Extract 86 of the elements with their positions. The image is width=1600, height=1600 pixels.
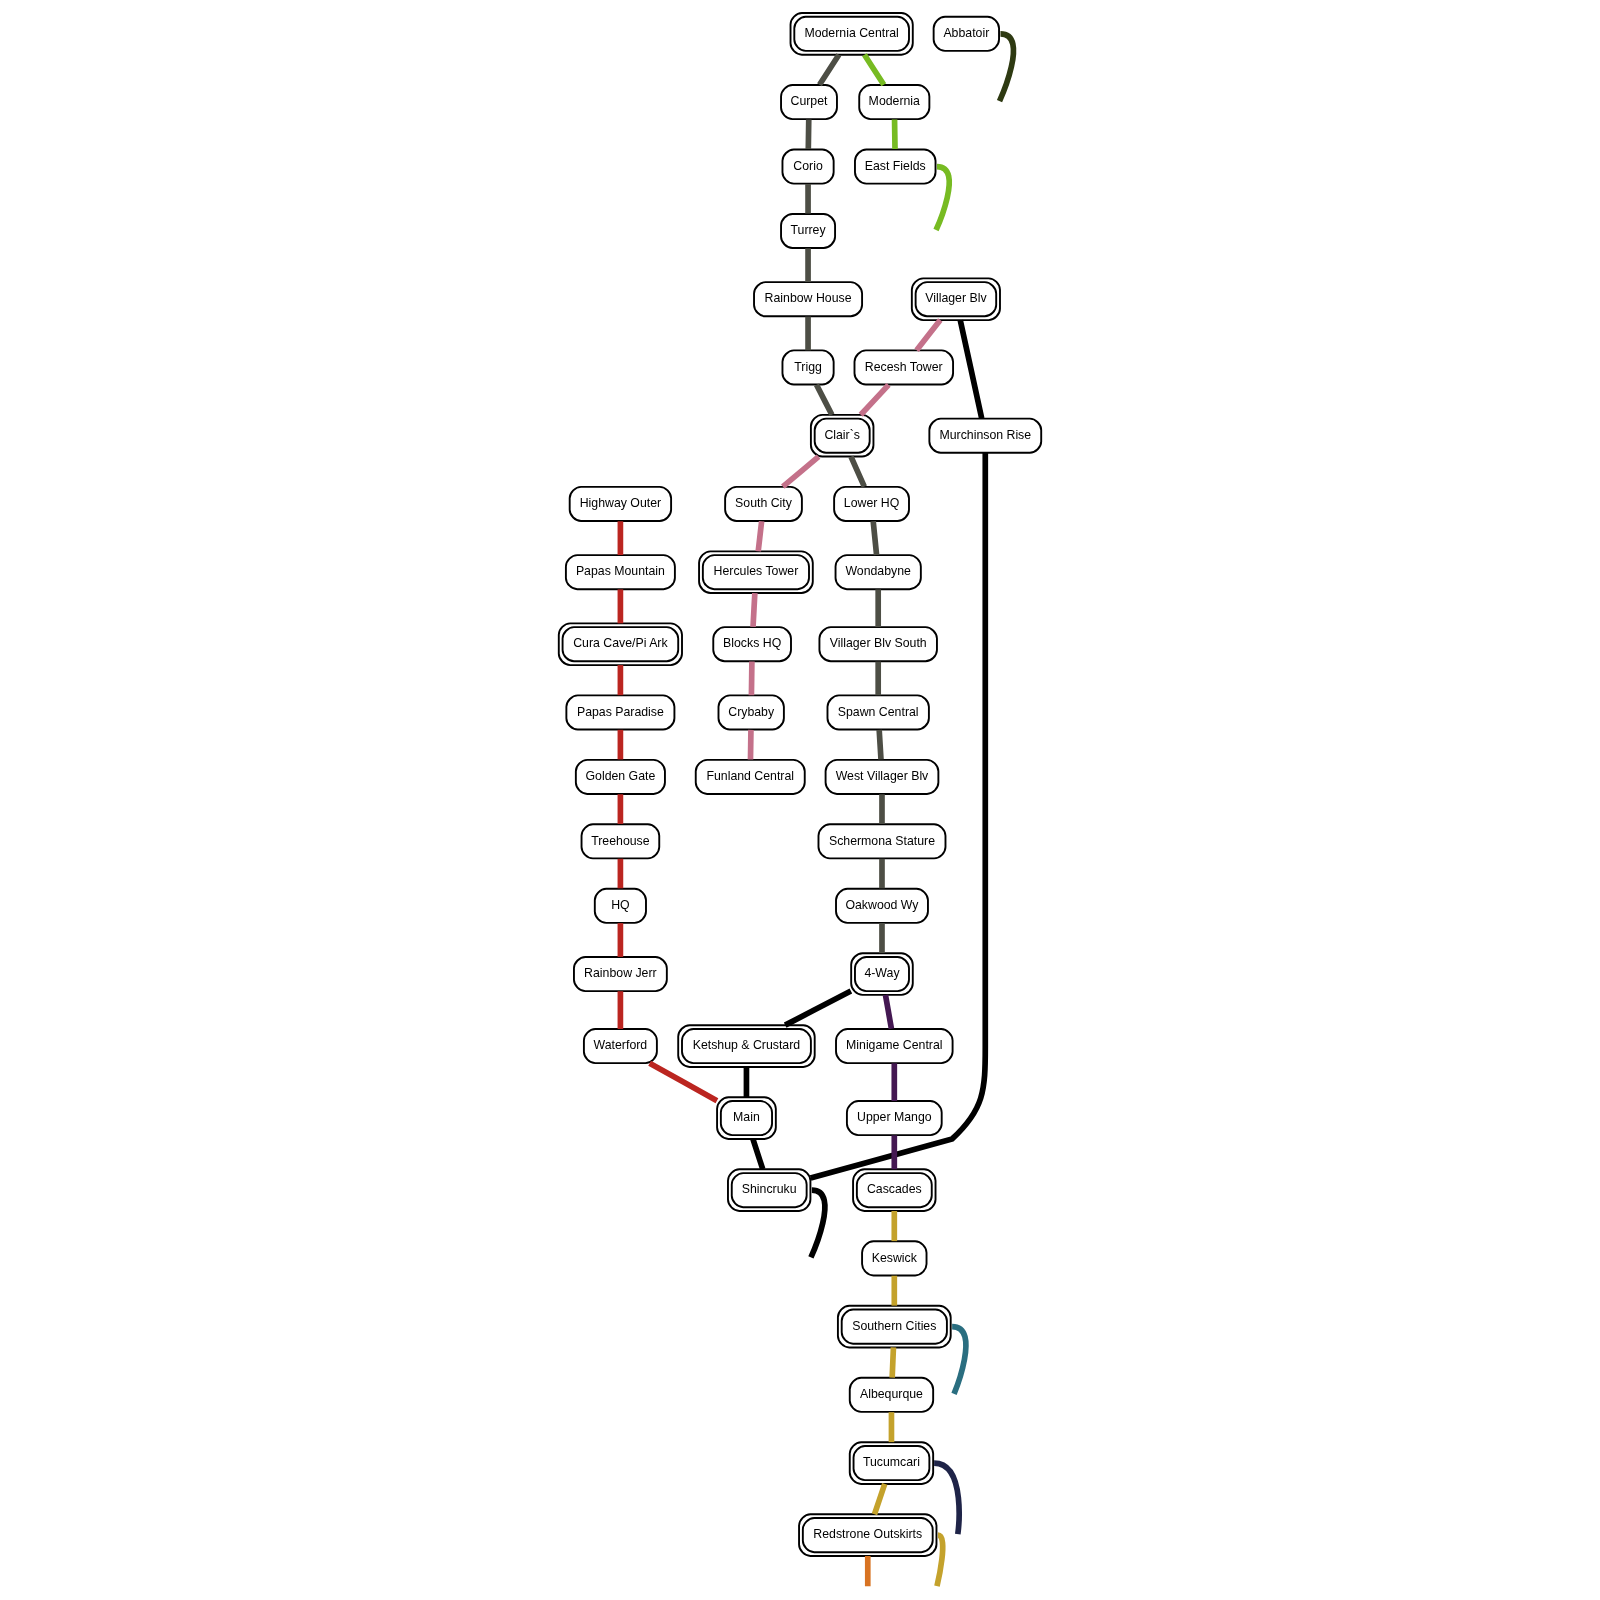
connector bbox=[891, 1211, 898, 1242]
connector bbox=[889, 1347, 897, 1378]
node-box: South City bbox=[724, 485, 803, 522]
connector bbox=[875, 589, 882, 628]
connector bbox=[817, 53, 842, 87]
connector bbox=[848, 455, 867, 488]
connector bbox=[748, 661, 755, 696]
connector bbox=[805, 316, 811, 351]
connector bbox=[808, 1187, 828, 1259]
node-box: Schermona Stature bbox=[817, 823, 947, 860]
node-box: Funland Central bbox=[694, 758, 806, 795]
node-box: Blocks HQ bbox=[712, 626, 792, 663]
node-box: Spawn Central bbox=[826, 694, 930, 731]
connector bbox=[617, 991, 624, 1029]
connector bbox=[957, 319, 985, 419]
connector bbox=[617, 858, 624, 889]
connector bbox=[870, 521, 880, 556]
connector bbox=[805, 119, 812, 150]
connector bbox=[805, 248, 811, 283]
connector bbox=[871, 1483, 888, 1516]
node-box: Golden Gate bbox=[574, 758, 666, 795]
node-box: Villager Blv South bbox=[818, 626, 938, 663]
connector bbox=[882, 994, 895, 1030]
node-box: Treehouse bbox=[580, 823, 661, 860]
connector bbox=[813, 383, 835, 417]
node-box: West Villager Blv bbox=[824, 758, 940, 795]
connector bbox=[743, 1066, 750, 1098]
node-box: Murchinson Rise bbox=[928, 417, 1043, 454]
connector bbox=[875, 661, 882, 696]
node-box: Keswick bbox=[861, 1240, 928, 1277]
connector bbox=[617, 729, 624, 760]
node-box: Upper Mango bbox=[845, 1100, 943, 1137]
connector bbox=[858, 382, 891, 417]
node-box: Oakwood Wy bbox=[835, 887, 929, 924]
node-box: Papas Paradise bbox=[565, 694, 676, 731]
connector bbox=[876, 729, 884, 760]
node-box: Trigg bbox=[781, 349, 835, 386]
node-box: East Fields bbox=[854, 148, 937, 185]
connector bbox=[648, 1060, 719, 1104]
connector bbox=[891, 1275, 898, 1306]
node-box: Recesh Tower bbox=[853, 349, 955, 386]
connector bbox=[951, 1323, 969, 1395]
connector bbox=[879, 923, 885, 954]
connector bbox=[934, 1532, 946, 1587]
connector bbox=[617, 794, 624, 824]
connector bbox=[617, 923, 624, 957]
connector bbox=[891, 1135, 898, 1170]
connector bbox=[879, 858, 885, 889]
node-box: Minigame Central bbox=[835, 1028, 954, 1065]
connector bbox=[617, 589, 624, 624]
connector bbox=[864, 1556, 871, 1587]
connector bbox=[747, 729, 754, 760]
node-box: Abbatoir bbox=[932, 15, 1000, 52]
node-box: Modernia bbox=[858, 84, 931, 121]
connector bbox=[879, 794, 885, 824]
connector bbox=[891, 119, 898, 150]
node-box: Corio bbox=[781, 148, 835, 185]
node-box: Waterford bbox=[582, 1028, 658, 1065]
connector bbox=[933, 163, 953, 232]
node-box: Albequrque bbox=[848, 1376, 935, 1413]
connector bbox=[809, 452, 989, 1181]
connector bbox=[862, 53, 887, 87]
connector bbox=[755, 520, 765, 552]
connector bbox=[781, 454, 821, 489]
node-box: Lower HQ bbox=[833, 485, 910, 522]
connector bbox=[805, 183, 811, 214]
node-box: Rainbow Jerr bbox=[573, 956, 668, 993]
node-box: Crybaby bbox=[717, 694, 785, 731]
node-box: Southern Cities bbox=[836, 1304, 952, 1349]
node-box: HQ bbox=[593, 887, 647, 924]
node-box: Wondabyne bbox=[834, 554, 922, 591]
connector bbox=[617, 665, 624, 696]
connector bbox=[617, 521, 624, 556]
connector bbox=[783, 988, 853, 1028]
node-box: Highway Outer bbox=[568, 485, 673, 522]
connector bbox=[750, 1138, 766, 1171]
node-box: Curpet bbox=[780, 84, 838, 121]
connector bbox=[888, 1412, 895, 1443]
connector bbox=[750, 592, 758, 628]
node-box: Turrey bbox=[780, 213, 837, 249]
connector bbox=[914, 318, 943, 352]
connector bbox=[996, 31, 1017, 103]
node-box: Rainbow House bbox=[753, 281, 864, 318]
connector bbox=[891, 1063, 898, 1101]
node-box: Clair`s bbox=[809, 413, 875, 458]
node-box: Papas Mountain bbox=[564, 554, 676, 591]
